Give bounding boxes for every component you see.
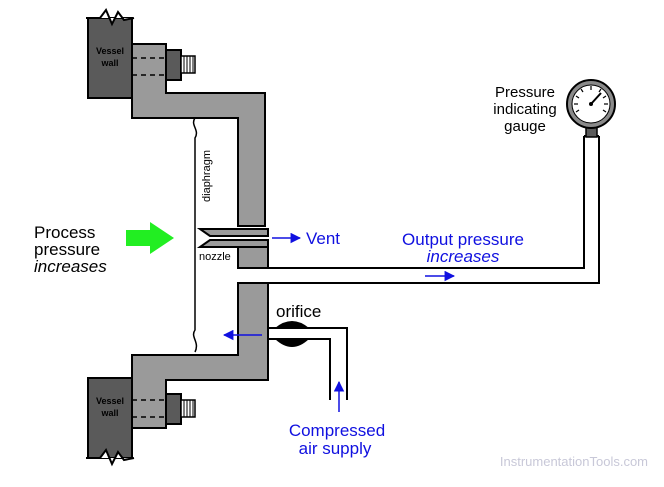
top-flange [131,43,266,227]
vent-label: Vent [306,229,340,248]
output-increases-label: increases [427,247,500,266]
air-supply-label-1: Compressed [289,421,385,440]
diaphragm-line [192,117,198,353]
process-pressure-arrow [126,222,174,254]
top-bolt-nut [165,49,182,81]
bottom-vessel-wall [87,377,133,459]
top-wall-break-mark [86,8,135,27]
output-pressure-label: Output pressure [402,230,524,249]
bottom-vessel-assembly: Vessel wall [86,282,269,467]
process-label-2: pressure [34,240,100,259]
top-vessel-label-1: Vessel [96,46,124,56]
nozzle-upper-lip [196,228,269,237]
air-supply-tube-outer [309,338,331,400]
gauge-label-1: Pressure [495,84,555,101]
output-tube-outer-wall [268,136,600,284]
nozzle-label: nozzle [199,251,231,263]
top-vessel-wall [87,17,133,99]
bottom-bolt-thread-lines [183,400,194,417]
air-supply-label-2: air supply [299,439,372,458]
top-bolt-thread-lines [183,56,194,73]
flow-arrows [222,232,456,412]
diaphragm-label: diaphragm [201,150,213,202]
air-supply-tube-inner [309,327,348,400]
nozzle-lower-lip [196,239,269,248]
top-vessel-assembly: Vessel wall [86,8,266,227]
gauge-label-3: gauge [504,118,546,135]
orifice-upper-lobe [275,321,309,328]
bottom-bolt-nut [165,393,182,425]
process-label-1: Process [34,223,95,242]
gauge-hub [589,102,593,106]
output-tube-inner-wall [268,136,585,269]
bottom-vessel-label-2: wall [100,408,118,418]
bottom-vessel-label-1: Vessel [96,396,124,406]
watermark: InstrumentationTools.com [500,454,648,469]
gauge-ticks [574,86,608,113]
pressure-gauge: Pressure indicating gauge [493,79,616,138]
gauge-label-2: indicating [493,101,556,118]
gauge-needle [590,92,602,105]
nozzle: nozzle [196,228,269,263]
process-label-3: increases [34,257,107,276]
orifice-assembly: orifice [268,302,348,400]
bottom-flange [131,282,269,429]
housing-upper-section [237,246,269,269]
orifice-lower-lobe [275,339,309,347]
bottom-wall-break-mark [86,448,135,467]
top-vessel-label-2: wall [100,58,118,68]
orifice-label: orifice [276,302,321,321]
